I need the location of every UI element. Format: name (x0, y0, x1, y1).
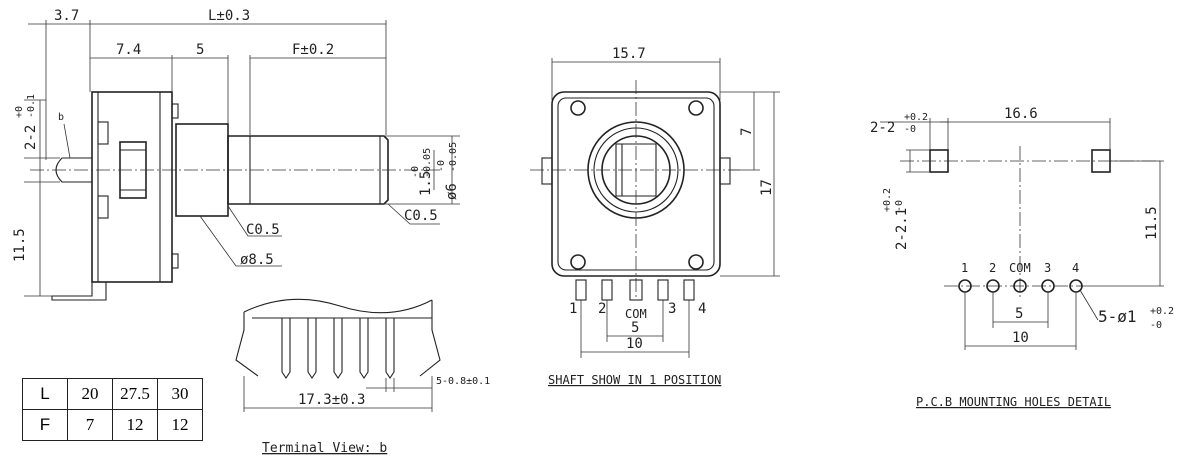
table-cell: 12 (112, 409, 158, 441)
pcb-dim-holes-tol-bot: -0 (1150, 320, 1162, 331)
pcb-dim-16-6: 16.6 (1004, 106, 1038, 122)
pcb-view: 2-2 +0.2 -0 16.6 2-2.1 +0.2 -0 11.5 1 2 … (870, 106, 1174, 409)
label-b: b (58, 112, 64, 123)
pcb-dim-10: 10 (1012, 330, 1029, 346)
front-pin-3: 3 (668, 301, 676, 317)
dim-3-7: 3.7 (54, 8, 79, 24)
pcb-pin-com: COM (1009, 261, 1031, 275)
dim-terminal-width: 17.3±0.3 (298, 392, 365, 408)
dimension-table: L 20 27.5 30 F 7 12 12 (22, 378, 203, 441)
pcb-dim-2-2-tol-top: +0.2 (904, 112, 928, 123)
table-cell: 30 (157, 378, 203, 410)
table-cell: 20 (67, 378, 113, 410)
dim-6-tol-top: -0 (436, 160, 447, 172)
dim-1-5-tol-top: -0 (410, 166, 421, 178)
dim-6-tol-bot: -0.05 (448, 142, 459, 172)
pcb-dim-2-2: 2-2 (870, 120, 895, 136)
front-view: 15.7 7 17 1 2 COM 3 4 (530, 46, 780, 387)
dim-front-17: 17 (759, 179, 775, 196)
dim-11-5: 11.5 (12, 228, 28, 262)
pcb-dim-5: 5 (1015, 306, 1023, 322)
pcb-dim-2-2-1-tol-bot: -0 (894, 200, 905, 212)
dim-f: F±0.2 (292, 42, 334, 58)
pcb-dim-2-2-1: 2-2.1 (894, 208, 910, 250)
pcb-pin-2: 2 (989, 261, 996, 275)
terminal-pins (281, 318, 395, 379)
pcb-dim-2-2-1-tol-top: +0.2 (882, 188, 893, 212)
table-cell: 12 (157, 409, 203, 441)
front-pin-4: 4 (698, 301, 706, 317)
dim-7-4: 7.4 (116, 42, 141, 58)
table-row: F 7 12 12 (22, 409, 203, 441)
dim-2-2: 2-2 (23, 125, 39, 150)
terminal-view: 5-0.8±0.1 17.3±0.3 Terminal View: b (235, 298, 490, 456)
dim-phi-8-5: ø8.5 (240, 252, 274, 268)
front-pin-2: 2 (598, 301, 606, 317)
dim-pin-width: 5-0.8±0.1 (436, 376, 490, 387)
pcb-dim-holes-tol-top: +0.2 (1150, 306, 1174, 317)
dim-c0-5-bushing: C0.5 (246, 222, 280, 238)
dim-5: 5 (196, 42, 204, 58)
pcb-dim-11-5: 11.5 (1144, 206, 1160, 240)
dim-c0-5-shaft: C0.5 (404, 208, 438, 224)
dim-front-width: 15.7 (612, 46, 646, 62)
front-pin-com: COM (625, 307, 647, 321)
dim-1-5: 1.5 (418, 171, 434, 196)
table-row: L 20 27.5 30 (22, 378, 203, 410)
table-head-l: L (22, 378, 68, 410)
table-cell: 7 (67, 409, 113, 441)
pcb-dim-holes: 5-ø1 (1098, 307, 1137, 326)
front-pin-1: 1 (569, 301, 577, 317)
dim-l: L±0.3 (208, 8, 250, 24)
side-view: 3.7 L±0.3 7.4 5 F±0.2 2-2 (12, 8, 460, 301)
dim-2-2-tol-bot: -0.1 (26, 94, 37, 118)
caption-terminal-view: Terminal View: b (262, 441, 387, 456)
dim-front-10: 10 (626, 336, 643, 352)
pcb-pin-4: 4 (1072, 261, 1079, 275)
dim-front-7: 7 (739, 128, 755, 136)
caption-front-view: SHAFT SHOW IN 1 POSITION (548, 373, 721, 387)
pcb-pin-1: 1 (961, 261, 968, 275)
caption-pcb-view: P.C.B MOUNTING HOLES DETAIL (916, 395, 1111, 409)
table-cell: 27.5 (112, 378, 158, 410)
pcb-dim-2-2-tol-bot: -0 (904, 124, 916, 135)
dim-1-5-tol-bot: -0.05 (422, 148, 433, 178)
table-head-f: F (22, 409, 68, 441)
dim-phi-6: ø6 (444, 183, 460, 200)
pcb-pin-3: 3 (1044, 261, 1051, 275)
front-pins (575, 279, 695, 301)
dim-front-5: 5 (631, 320, 639, 336)
dim-2-2-tol-top: +0 (14, 106, 25, 118)
